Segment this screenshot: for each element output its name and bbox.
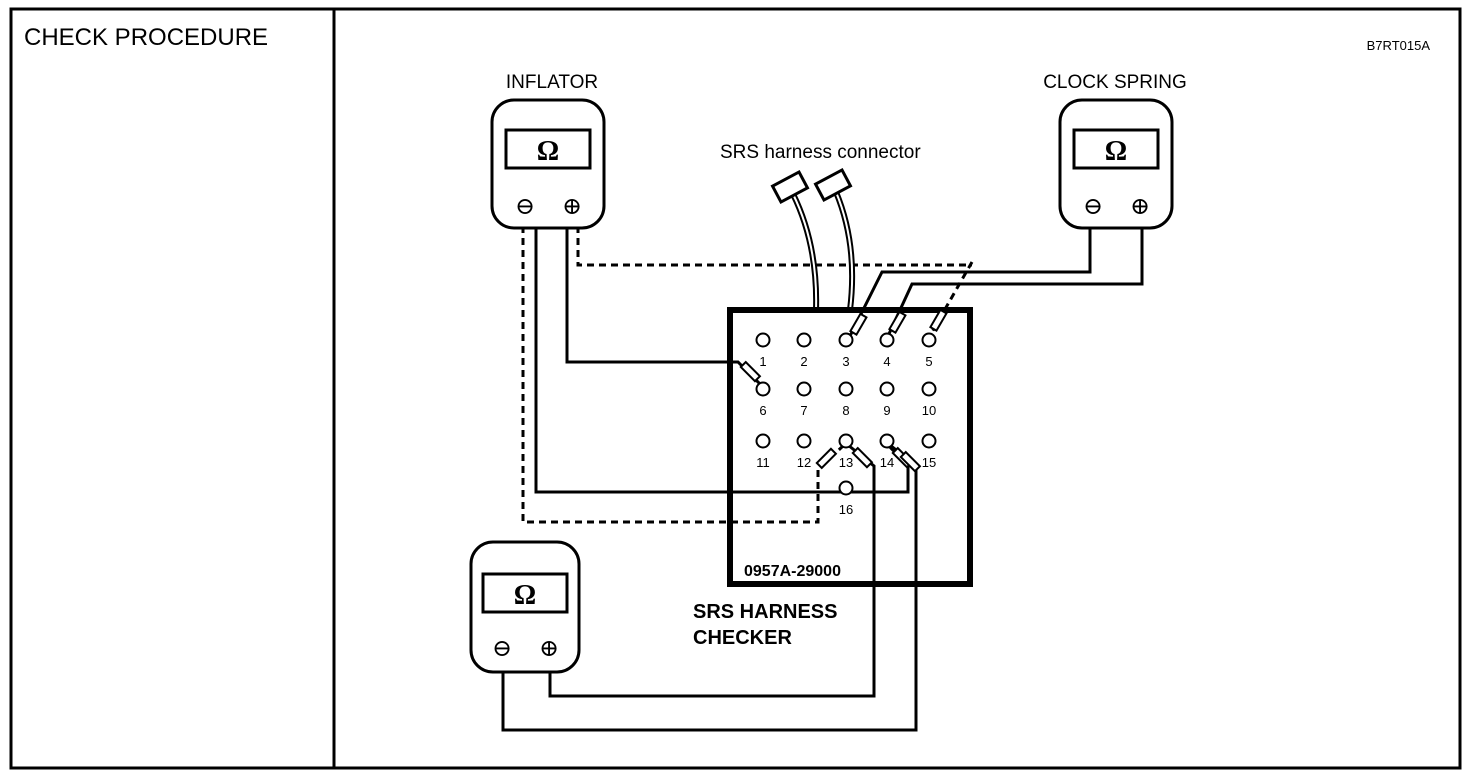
terminal-13: 13 bbox=[838, 433, 854, 470]
ohm-symbol: Ω bbox=[537, 136, 559, 167]
terminal-11: 11 bbox=[755, 433, 771, 470]
terminal-socket bbox=[879, 381, 895, 397]
terminal-15: 15 bbox=[921, 433, 937, 470]
terminal-socket bbox=[796, 332, 812, 348]
wire-inflator-positive-lead bbox=[930, 261, 974, 333]
terminal-socket bbox=[755, 381, 771, 397]
procedure-heading: CHECK PROCEDURE bbox=[24, 24, 268, 51]
terminal-number: 2 bbox=[800, 354, 807, 369]
terminal-socket bbox=[921, 381, 937, 397]
checker-part-number: 0957A-29000 bbox=[744, 563, 841, 580]
terminal-socket bbox=[796, 381, 812, 397]
ohm-symbol: Ω bbox=[1105, 136, 1127, 167]
terminal-7: 7 bbox=[796, 381, 812, 418]
terminal-14: 14 bbox=[879, 433, 895, 470]
terminal-10: 10 bbox=[921, 381, 937, 418]
terminal-number: 8 bbox=[842, 403, 849, 418]
terminal-socket bbox=[921, 332, 937, 348]
terminal-8: 8 bbox=[838, 381, 854, 418]
terminal-socket bbox=[879, 332, 895, 348]
terminal-number: 16 bbox=[839, 502, 853, 517]
negative-terminal-icon: ⊖ bbox=[515, 194, 535, 220]
terminal-number: 15 bbox=[922, 455, 936, 470]
terminal-number: 10 bbox=[922, 403, 936, 418]
ohm-symbol: Ω bbox=[514, 580, 536, 611]
connector-label: SRS harness connector bbox=[720, 142, 921, 163]
terminal-socket bbox=[796, 433, 812, 449]
negative-terminal-icon: ⊖ bbox=[1083, 194, 1103, 220]
checker-name-line2: CHECKER bbox=[693, 627, 792, 649]
terminal-16: 16 bbox=[838, 480, 854, 517]
outer-frame bbox=[9, 7, 1462, 770]
terminal-12: 12 bbox=[796, 433, 812, 470]
terminal-socket bbox=[921, 433, 937, 449]
terminal-5: 5 bbox=[921, 332, 937, 369]
terminal-number: 5 bbox=[925, 354, 932, 369]
terminal-number: 4 bbox=[883, 354, 890, 369]
checker-name-line1: SRS HARNESS bbox=[693, 601, 837, 623]
terminal-2: 2 bbox=[796, 332, 812, 369]
wires bbox=[501, 226, 1144, 732]
positive-terminal-icon: ⊕ bbox=[1130, 194, 1150, 220]
positive-terminal-icon: ⊕ bbox=[539, 636, 559, 662]
terminal-socket bbox=[879, 433, 895, 449]
terminal-6: 6 bbox=[755, 381, 771, 418]
terminal-number: 3 bbox=[842, 354, 849, 369]
terminal-socket bbox=[838, 480, 854, 496]
ohmmeter-clock-spring: Ω ⊖ ⊕ bbox=[1058, 98, 1174, 230]
terminal-3: 3 bbox=[838, 332, 854, 369]
terminal-1: 1 bbox=[755, 332, 771, 369]
srs-harness-checker-box bbox=[727, 307, 973, 587]
wire-inflator-positive bbox=[576, 226, 972, 267]
terminal-number: 11 bbox=[756, 455, 770, 470]
inflator-label: INFLATOR bbox=[506, 72, 598, 93]
negative-terminal-icon: ⊖ bbox=[492, 636, 512, 662]
terminal-number: 1 bbox=[759, 354, 766, 369]
terminal-socket bbox=[838, 381, 854, 397]
clock-spring-label: CLOCK SPRING bbox=[1043, 72, 1187, 93]
terminal-number: 6 bbox=[759, 403, 766, 418]
probe-tips bbox=[739, 308, 948, 473]
wire-clockspring-to-3 bbox=[846, 226, 1092, 341]
ohmmeter-checker: Ω ⊖ ⊕ bbox=[469, 540, 581, 674]
ohmmeter-inflator: Ω ⊖ ⊕ bbox=[490, 98, 606, 230]
terminal-socket bbox=[755, 433, 771, 449]
terminal-number: 9 bbox=[883, 403, 890, 418]
terminal-socket bbox=[755, 332, 771, 348]
terminal-number: 7 bbox=[800, 403, 807, 418]
terminal-4: 4 bbox=[879, 332, 895, 369]
terminal-9: 9 bbox=[879, 381, 895, 418]
srs-harness-connector bbox=[770, 167, 856, 311]
terminal-number: 13 bbox=[839, 455, 853, 470]
positive-terminal-icon: ⊕ bbox=[562, 194, 582, 220]
terminal-socket bbox=[838, 433, 854, 449]
terminal-number: 12 bbox=[797, 455, 811, 470]
wire-clockspring-to-4 bbox=[886, 226, 1144, 337]
figure-code: B7RT015A bbox=[1367, 38, 1431, 53]
terminal-number: 14 bbox=[880, 455, 894, 470]
terminal-socket bbox=[838, 332, 854, 348]
wire-inflator-dashed-to-13 bbox=[521, 226, 848, 524]
